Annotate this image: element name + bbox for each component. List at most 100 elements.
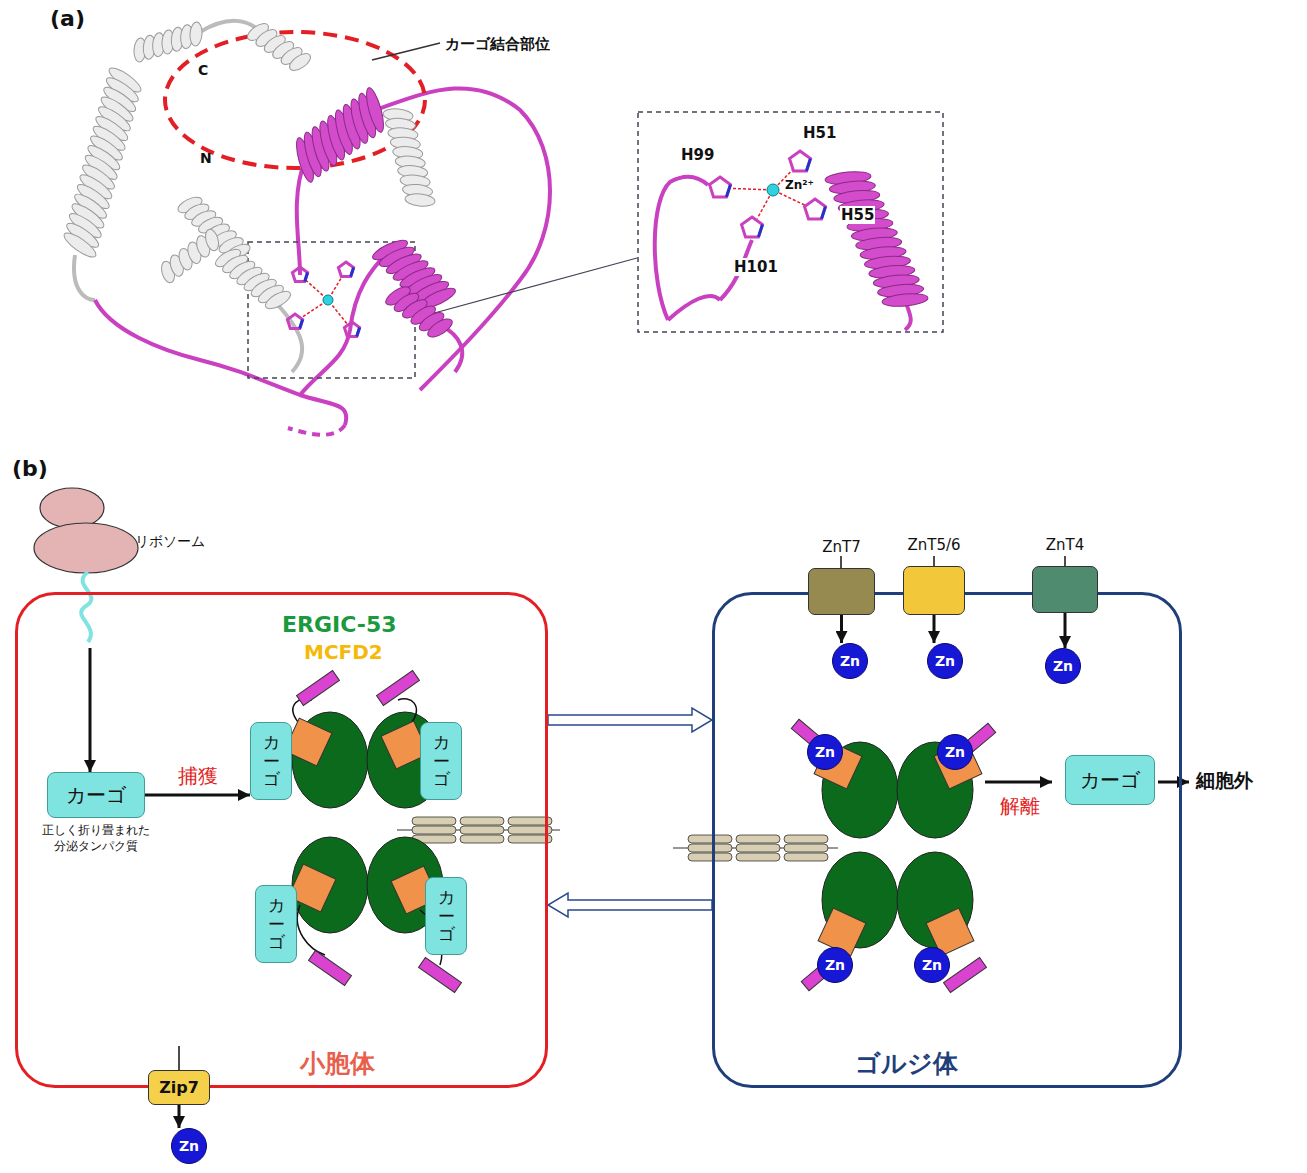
node-label: リボソーム: [135, 533, 205, 551]
transport-arrow: [548, 893, 712, 917]
nitrogen-atom: [821, 207, 825, 219]
zinc-circle: Zn: [927, 643, 963, 679]
nitrogen-atom: [351, 268, 354, 277]
text-label: H55: [840, 206, 875, 224]
protein-structure-part: [300, 250, 390, 395]
transporter-box: ZnT7: [808, 568, 875, 615]
flow-arrow: [89, 648, 92, 772]
zinc-circle: Zn: [914, 947, 950, 983]
text-label: C: [198, 62, 208, 78]
histidine-ring: [292, 267, 307, 281]
zinc-circle: Zn: [817, 947, 853, 983]
helix-turn: [404, 193, 435, 208]
text-label: H51: [803, 124, 836, 142]
transporter-stems-part: [933, 556, 935, 566]
coiled-coil: [736, 835, 780, 843]
transporter-stems: [179, 556, 1065, 1070]
inset-box: [638, 112, 943, 332]
node-label: ZnT4: [1046, 536, 1085, 554]
node-label: Zn: [1053, 658, 1073, 674]
histidine-ring: [742, 217, 763, 237]
text-label: (b): [12, 456, 48, 481]
text-label: カーゴ結合部位: [445, 35, 550, 54]
release-arrows-part: [1158, 781, 1189, 784]
flow-arrow: [933, 615, 936, 643]
ergic53-mcfd2-complex-part: [297, 670, 340, 705]
text-label: H101: [733, 258, 779, 276]
zinc-ion: [767, 184, 779, 196]
flow-arrow: [178, 1105, 181, 1128]
coiled-coil: [784, 853, 828, 861]
coordination-bond: [779, 193, 805, 205]
edge-label: 捕獲: [178, 763, 218, 790]
leader-line: [372, 43, 440, 60]
node-label: カーゴ: [438, 888, 455, 944]
coordination-bond: [306, 280, 323, 295]
coiled-coil: [460, 835, 504, 843]
coiled-coil: [412, 817, 456, 825]
cargo-box: カーゴ: [425, 877, 467, 955]
node-label: ZnT7: [822, 538, 861, 556]
zinc-circle: Zn: [832, 643, 868, 679]
node-label: ZnT5/6: [907, 536, 960, 554]
cargo-box: カーゴ: [255, 885, 297, 963]
coiled-coil: [460, 817, 504, 825]
binding-site-outline: [165, 32, 425, 168]
protein-structure-part: [297, 160, 305, 275]
protein-structure-part: [74, 255, 95, 300]
coiled-coil: [784, 844, 828, 852]
coordination-bond: [731, 188, 766, 189]
helix-turn: [203, 228, 221, 252]
nitrogen-atom: [305, 273, 308, 282]
text-label: 細胞外: [1196, 768, 1253, 794]
node-label: カーゴ: [263, 733, 280, 789]
ergic53-mcfd2-complex: [284, 670, 560, 992]
coiled-coil: [412, 826, 456, 834]
cargo-box: カーゴ: [1065, 755, 1155, 805]
node-label: Zn: [179, 1138, 199, 1154]
helix-turn: [263, 288, 293, 312]
ergic53-mcfd2-complex-part: [377, 670, 420, 705]
histidine-ring: [344, 322, 359, 336]
coiled-coil: [688, 853, 732, 861]
helix-turn: [189, 22, 203, 47]
helix-turn: [287, 50, 314, 73]
coiled-coil: [460, 826, 504, 834]
coordination-bond: [332, 277, 342, 294]
text-label: MCFD2: [304, 640, 383, 664]
nitrogen-atom: [806, 159, 810, 171]
transport-arrow: [548, 708, 712, 732]
ergic53-mcfd2-complex-part: [673, 835, 838, 861]
coiled-coil: [736, 844, 780, 852]
protein-structure-part: [278, 305, 302, 372]
flow-arrow: [840, 615, 843, 643]
cargo-box: カーゴ: [250, 722, 292, 800]
node-label: Zn: [840, 653, 860, 669]
text-label: Zn²⁺: [784, 178, 815, 192]
helix-turn: [425, 315, 455, 340]
node-label: Zn: [815, 744, 835, 760]
nitrogen-atom: [726, 185, 730, 197]
ergic53-mcfd2-complex-part: [397, 817, 560, 843]
text-label: ERGIC-53: [282, 612, 397, 637]
coordination-bond: [332, 305, 347, 323]
helix-turn: [61, 229, 99, 261]
transporter-box: ZnT4: [1032, 566, 1098, 613]
ergic53-mcfd2-complex-part: [419, 957, 462, 992]
histidine-ring: [338, 262, 353, 276]
golgi-region: ゴルジ体ZnZnZnZnZnZnZnカーゴ: [712, 592, 1182, 1088]
node-label: カーゴ: [66, 782, 126, 809]
node-label: カーゴ: [1080, 767, 1140, 794]
node-label: 小胞体: [300, 1047, 375, 1080]
histidine-ring: [287, 314, 302, 328]
ergic53-mcfd2-complex: [673, 719, 996, 992]
zinc-circle: Zn: [1045, 648, 1081, 684]
text-label: (a): [50, 6, 85, 31]
ergic53-mcfd2-complex-part: [944, 957, 987, 992]
text-label: H99: [681, 146, 714, 164]
node-note: 正しく折り畳まれた 分泌タンパク質: [31, 823, 161, 854]
histidine-ring: [805, 199, 826, 219]
